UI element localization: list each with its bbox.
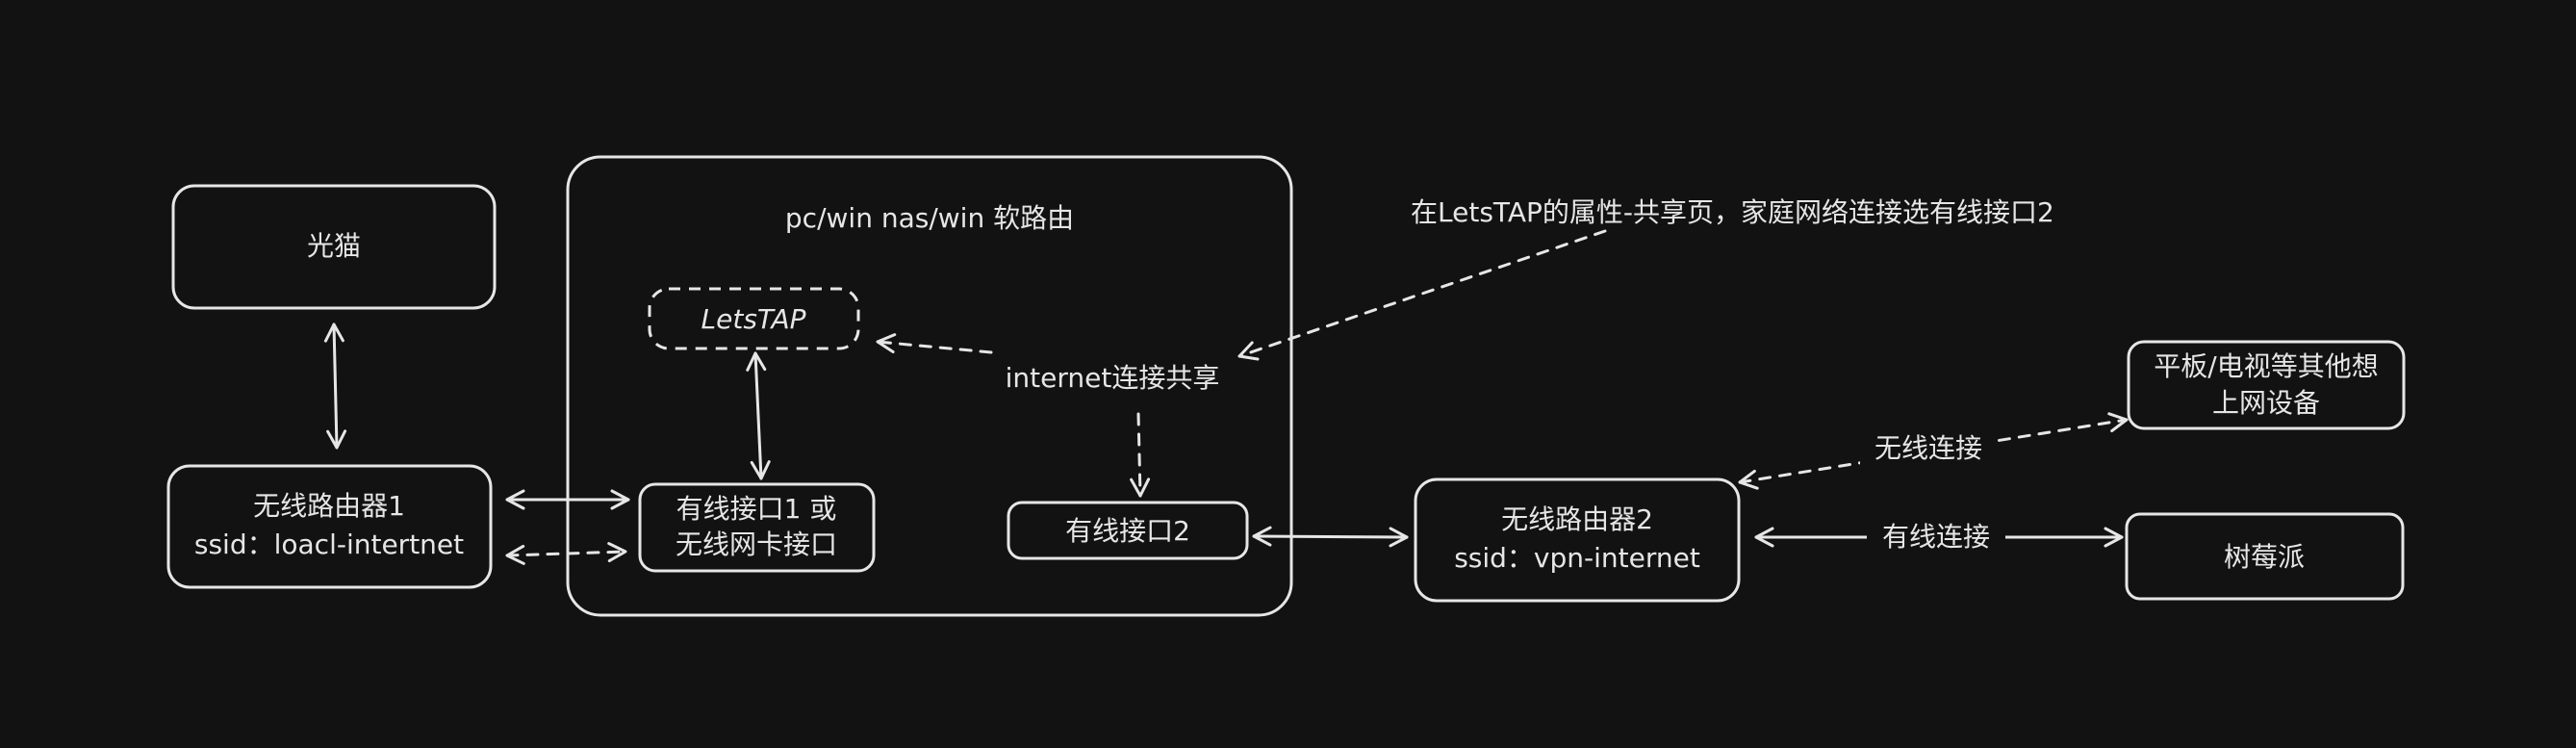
wired-connection-label: 有线连接 — [1882, 521, 1990, 553]
edge-letstap-wired1 — [746, 351, 771, 480]
note-label: 在LetsTAP的属性-共享页，家庭网络连接选有线接口2 — [1411, 196, 2054, 228]
router2-node: 无线路由器2 ssid：vpn-internet — [1414, 477, 1741, 603]
edge-wired2-router2 — [1252, 526, 1409, 548]
wired-interface1-node: 有线接口1 或 无线网卡接口 — [638, 482, 876, 573]
sharing-label-group: internet连接共享 — [996, 354, 1229, 399]
raspberry-pi-node: 树莓派 — [2125, 512, 2405, 601]
wireless-connection-label: 无线连接 — [1875, 432, 1982, 464]
edge-note-to-sharing — [1237, 229, 1607, 361]
devices-line1: 平板/电视等其他想 — [2154, 350, 2378, 382]
raspberry-pi-label: 树莓派 — [2224, 541, 2305, 573]
wired-interface2-node: 有线接口2 — [1007, 501, 1249, 560]
soft-router-container: pc/win nas/win 软路由 — [566, 155, 1293, 617]
wired-interface2-label: 有线接口2 — [1065, 515, 1190, 547]
edge-router1-wired1-wireless — [505, 542, 627, 565]
router1-node: 无线路由器1 ssid：loacl-intertnet — [166, 464, 493, 589]
wired-interface1-line1: 有线接口1 或 — [676, 493, 837, 525]
devices-node: 平板/电视等其他想 上网设备 — [2127, 340, 2406, 430]
letstap-label: LetsTAP — [701, 303, 806, 335]
sharing-label: internet连接共享 — [1006, 362, 1220, 394]
wireless-label-group: 无线连接 — [1860, 428, 1997, 469]
wired-interface1-line2: 无线网卡接口 — [676, 529, 837, 560]
devices-line2: 上网设备 — [2212, 387, 2320, 419]
wired-label-group: 有线连接 — [1867, 517, 2005, 557]
edge-sharing-to-wired2 — [1130, 412, 1151, 498]
router1-ssid: ssid：loacl-intertnet — [194, 529, 464, 560]
router2-ssid: ssid：vpn-internet — [1454, 542, 1700, 574]
edge-sharing-to-letstap — [876, 333, 993, 354]
modem-node: 光猫 — [171, 184, 497, 310]
modem-label: 光猫 — [307, 230, 361, 262]
router1-name: 无线路由器1 — [253, 490, 405, 522]
soft-router-title: pc/win nas/win 软路由 — [785, 202, 1074, 234]
edge-router2-devices — [1738, 412, 2129, 490]
router2-name: 无线路由器2 — [1501, 503, 1653, 535]
edge-modem-router1 — [323, 322, 347, 450]
letstap-node: LetsTAP — [648, 287, 860, 350]
